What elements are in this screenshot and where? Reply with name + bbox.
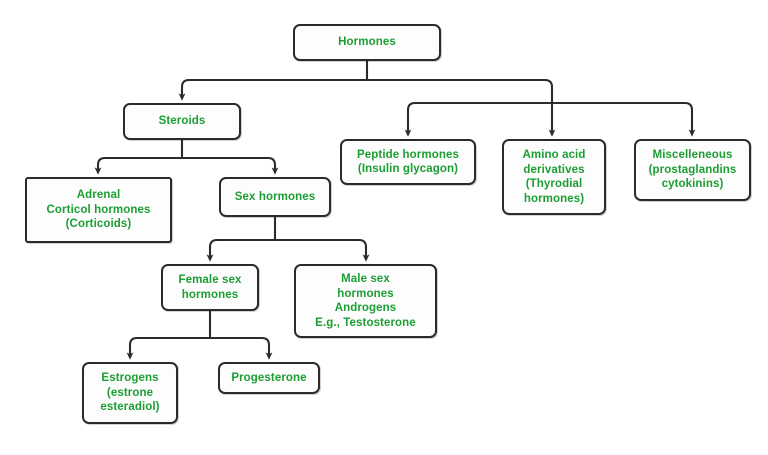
node-label-sex-hormones: Sex hormones	[221, 190, 329, 205]
node-label-line: Sex hormones	[234, 190, 316, 203]
node-amino-acid-derivatives[interactable]: Amino acid derivatives (Thyrodial hormones)	[502, 139, 606, 215]
node-label-line: (Thyrodial	[525, 178, 583, 190]
node-label-hormones: Hormones	[295, 35, 439, 50]
node-estrogens[interactable]: Estrogens(estrone esteradiol)	[82, 362, 178, 424]
node-steroids[interactable]: Steroids	[123, 103, 241, 140]
node-label-line: Male sex	[341, 273, 390, 285]
node-label-line: Estrogens	[101, 372, 159, 385]
edge-hormones-bus	[180, 78, 554, 88]
node-label-peptide-hormones: Peptide hormones (Insulin glycagon)	[342, 148, 474, 177]
node-label-line: Progesterone	[231, 371, 307, 384]
node-label-line: esteradiol)	[100, 401, 160, 414]
node-label-steroids: Steroids	[125, 114, 239, 129]
node-label-progesterone: Progesterone	[220, 371, 318, 386]
node-label-line: Androgens	[334, 302, 397, 314]
node-label-line: E.g., Testosterone	[315, 316, 416, 329]
node-label-line: hormones	[181, 288, 239, 301]
node-label-line: Miscelleneous	[652, 149, 733, 162]
node-label-miscelleneous: Miscelleneous(prostaglandins cytokinins)	[636, 148, 749, 192]
node-label-line: hormones	[337, 287, 394, 300]
node-female-sex-hormones[interactable]: Female sex hormones	[161, 264, 259, 311]
node-label-line: derivatives	[523, 163, 585, 176]
node-label-line: Corticol hormones	[46, 203, 151, 216]
node-label-line: (Corticoids)	[65, 218, 132, 231]
node-label-line: hormones)	[523, 192, 585, 205]
node-hormones[interactable]: Hormones	[293, 24, 441, 61]
node-peptide-hormones[interactable]: Peptide hormones (Insulin glycagon)	[340, 139, 476, 185]
edge-steroids-bus	[96, 156, 277, 166]
node-label-line: (estrone	[106, 386, 154, 399]
node-label-line: (prostaglandins	[648, 163, 737, 176]
node-progesterone[interactable]: Progesterone	[218, 362, 320, 394]
node-miscelleneous[interactable]: Miscelleneous(prostaglandins cytokinins)	[634, 139, 751, 201]
node-label-line: Hormones	[338, 36, 396, 49]
node-label-line: (Insulin glycagon)	[357, 163, 459, 175]
node-label-female-sex-hormones: Female sex hormones	[163, 273, 257, 302]
node-label-estrogens: Estrogens(estrone esteradiol)	[84, 371, 176, 415]
node-label-line: Peptide hormones	[357, 148, 459, 161]
node-label-line: Female sex	[178, 274, 242, 286]
node-label-amino-acid-derivatives: Amino acid derivatives (Thyrodial hormones)	[504, 148, 604, 206]
node-label-line: Amino acid	[522, 149, 586, 161]
edge-female-bus	[128, 336, 271, 346]
edge-secondary-bus	[406, 101, 694, 111]
node-label-line: Adrenal	[76, 189, 121, 202]
node-label-line: cytokinins)	[661, 178, 724, 191]
node-label-line: Steroids	[158, 115, 206, 128]
edge-sex-hormones-bus	[208, 238, 368, 248]
node-sex-hormones[interactable]: Sex hormones	[219, 177, 331, 217]
